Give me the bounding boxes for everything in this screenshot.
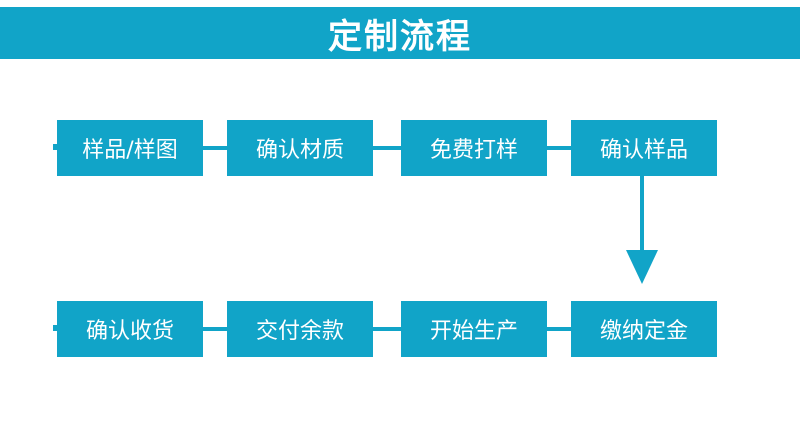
step-sample-or-drawing: 样品/样图 [57,120,203,176]
down-arrow-icon [626,250,658,284]
header-banner: 定制流程 [0,7,800,59]
connector-line [547,327,571,331]
page-title: 定制流程 [328,16,472,57]
down-arrow-shaft [640,176,644,254]
row1-left-stub [53,144,57,150]
row2-left-stub [53,325,57,331]
connector-line [373,327,401,331]
step-confirm-sample: 确认样品 [571,120,717,176]
connector-line [203,146,227,150]
step-confirm-material: 确认材质 [227,120,373,176]
step-pay-balance: 交付余款 [227,301,373,357]
step-free-sampling: 免费打样 [401,120,547,176]
step-confirm-receipt: 确认收货 [57,301,203,357]
step-pay-deposit: 缴纳定金 [571,301,717,357]
connector-line [373,146,401,150]
connector-line [203,327,227,331]
connector-line [547,146,571,150]
step-start-production: 开始生产 [401,301,547,357]
